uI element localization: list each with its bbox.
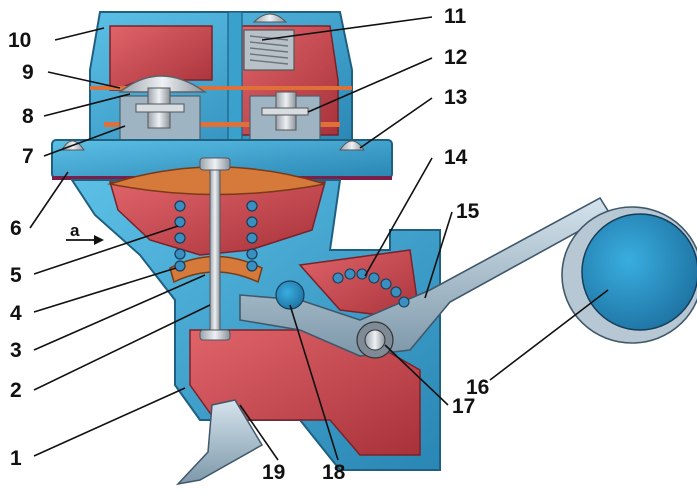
callout-3: 3 — [10, 339, 22, 362]
callout-10: 10 — [8, 29, 31, 52]
callout-7: 7 — [22, 145, 34, 168]
fuel-inlet-label: a — [70, 221, 80, 240]
fuel-inlet-arrow — [66, 235, 104, 245]
callout-8: 8 — [22, 105, 34, 128]
inlet-valve — [119, 87, 201, 147]
manual-priming-lever — [175, 399, 264, 486]
callout-13: 13 — [444, 86, 467, 109]
callout-14: 14 — [444, 146, 468, 169]
lever-spring — [332, 268, 410, 308]
valve-gasket — [104, 122, 340, 127]
callout-5: 5 — [10, 264, 22, 287]
callout-4: 4 — [10, 302, 22, 325]
callout-11: 11 — [444, 5, 467, 28]
callout-12: 12 — [444, 46, 467, 69]
filter-dome — [117, 75, 208, 93]
pull-rod — [199, 157, 231, 341]
drive-lever — [239, 196, 612, 357]
pump-housing — [70, 179, 441, 471]
callout-6: 6 — [10, 217, 22, 240]
flange-screw-right — [339, 140, 365, 151]
cover-gasket — [90, 86, 352, 90]
camshaft-eccentric — [561, 206, 697, 344]
outlet-valve — [249, 91, 321, 145]
callout-9: 9 — [22, 61, 34, 84]
callout-16: 16 — [466, 376, 489, 399]
leader-lines — [29, 16, 609, 461]
callout-2: 2 — [10, 379, 22, 402]
callout-1: 1 — [10, 447, 22, 470]
callout-15: 15 — [456, 200, 480, 223]
diaphragm-spring — [174, 200, 258, 272]
callout-19: 19 — [262, 461, 285, 484]
callout-17: 17 — [452, 395, 475, 418]
lever-axle — [356, 321, 394, 359]
callout-18: 18 — [322, 461, 346, 484]
manual-lever-cam — [275, 280, 305, 310]
